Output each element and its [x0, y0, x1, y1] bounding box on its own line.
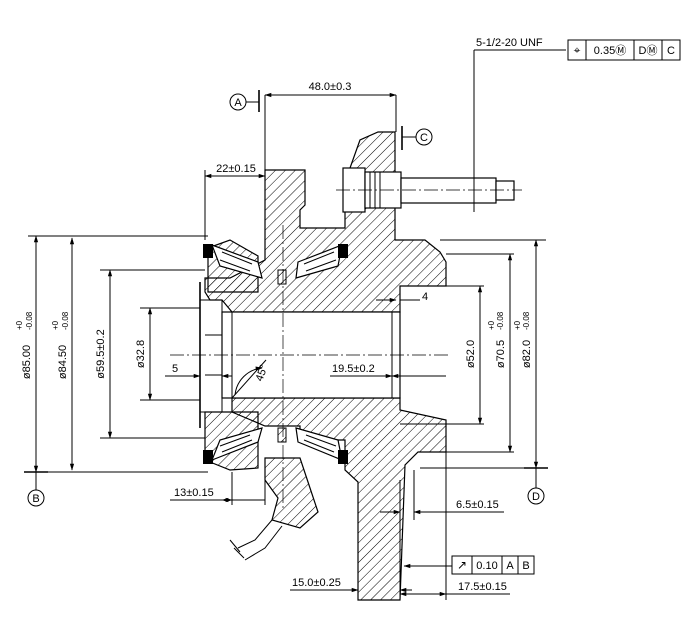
svg-text:-0.08: -0.08 — [522, 311, 531, 330]
seals — [203, 244, 348, 464]
dim-22: 22±0.15 — [204, 163, 266, 240]
abs-sensor — [229, 457, 319, 561]
svg-text:D: D — [532, 491, 540, 503]
thread-callout: 5-1/2-20 UNF ⌖ 0.35Ⓜ DⓂ C — [473, 37, 681, 212]
svg-text:6.5±0.15: 6.5±0.15 — [456, 499, 499, 511]
dim-19-5: 19.5±0.2 — [330, 363, 446, 379]
datum-c: C — [401, 126, 433, 150]
svg-text:B: B — [32, 493, 39, 505]
dim-15: 15.0±0.25 — [290, 577, 412, 600]
datum-d: D — [524, 467, 548, 505]
svg-text:+0: +0 — [513, 320, 522, 330]
runout-callout: ↗ 0.10 A B — [403, 555, 535, 575]
dim-phi595: ø59.5±0.2 — [95, 269, 205, 439]
dim-5: 5 — [165, 363, 232, 379]
dim-phi845: ø84.50 +0 -0.08 — [51, 237, 75, 471]
svg-text:45°: 45° — [254, 363, 271, 383]
svg-text:19.5±0.2: 19.5±0.2 — [332, 363, 375, 375]
dim-4: 4 — [376, 291, 428, 303]
svg-text:0.35Ⓜ: 0.35Ⓜ — [594, 44, 626, 57]
dim-phi328: ø32.8 — [135, 307, 200, 401]
svg-text:ø85.00: ø85.00 — [21, 345, 33, 379]
svg-text:4: 4 — [422, 291, 428, 303]
roller-upper-left — [210, 243, 263, 279]
svg-text:ø32.8: ø32.8 — [135, 340, 147, 368]
svg-text:ø70.5: ø70.5 — [495, 340, 507, 368]
svg-text:17.5±0.15: 17.5±0.15 — [458, 581, 507, 593]
datum-a: A — [229, 90, 260, 112]
svg-text:B: B — [522, 560, 529, 572]
wheel-stud — [336, 167, 522, 213]
dim-13: 13±0.15 — [170, 472, 266, 505]
svg-text:+0: +0 — [15, 320, 24, 330]
roller-lower-left — [210, 427, 263, 462]
dim-phi70: ø70.5 +0 -0.08 — [446, 253, 514, 453]
dim-45: 45° — [231, 359, 271, 399]
dim-phi52: ø52.0 — [400, 285, 484, 425]
svg-text:5: 5 — [172, 363, 178, 375]
svg-text:48.0±0.3: 48.0±0.3 — [309, 81, 352, 93]
svg-text:22±0.15: 22±0.15 — [216, 163, 256, 175]
svg-text:-0.08: -0.08 — [61, 311, 70, 330]
svg-text:ø59.5±0.2: ø59.5±0.2 — [95, 329, 107, 378]
svg-text:⌖: ⌖ — [574, 43, 581, 57]
svg-text:DⓂ: DⓂ — [639, 44, 658, 57]
svg-text:A: A — [234, 97, 242, 109]
dim-17-5: 17.5±0.15 — [399, 452, 510, 600]
svg-text:ø52.0: ø52.0 — [465, 340, 477, 368]
svg-text:ø82.0: ø82.0 — [521, 340, 533, 368]
dim-48: 48.0±0.3 — [264, 81, 397, 170]
datum-b: B — [24, 471, 48, 507]
roller-upper-right — [295, 244, 343, 279]
svg-text:A: A — [506, 560, 514, 572]
roller-lower-right — [295, 427, 343, 461]
svg-text:C: C — [667, 45, 675, 57]
svg-text:+0: +0 — [487, 320, 496, 330]
svg-text:13±0.15: 13±0.15 — [174, 487, 214, 499]
svg-text:0.10: 0.10 — [476, 560, 497, 572]
svg-text:ø84.50: ø84.50 — [57, 345, 69, 379]
dim-phi85: ø85.00 +0 -0.08 — [15, 235, 208, 473]
dim-6-5: 6.5±0.15 — [380, 470, 504, 600]
svg-text:C: C — [420, 132, 428, 144]
svg-text:+0: +0 — [51, 320, 60, 330]
svg-text:15.0±0.25: 15.0±0.25 — [292, 577, 341, 589]
svg-text:-0.08: -0.08 — [496, 311, 505, 330]
svg-text:5-1/2-20 UNF: 5-1/2-20 UNF — [476, 37, 543, 49]
svg-text:↗: ↗ — [457, 558, 467, 572]
svg-text:-0.08: -0.08 — [25, 311, 34, 330]
